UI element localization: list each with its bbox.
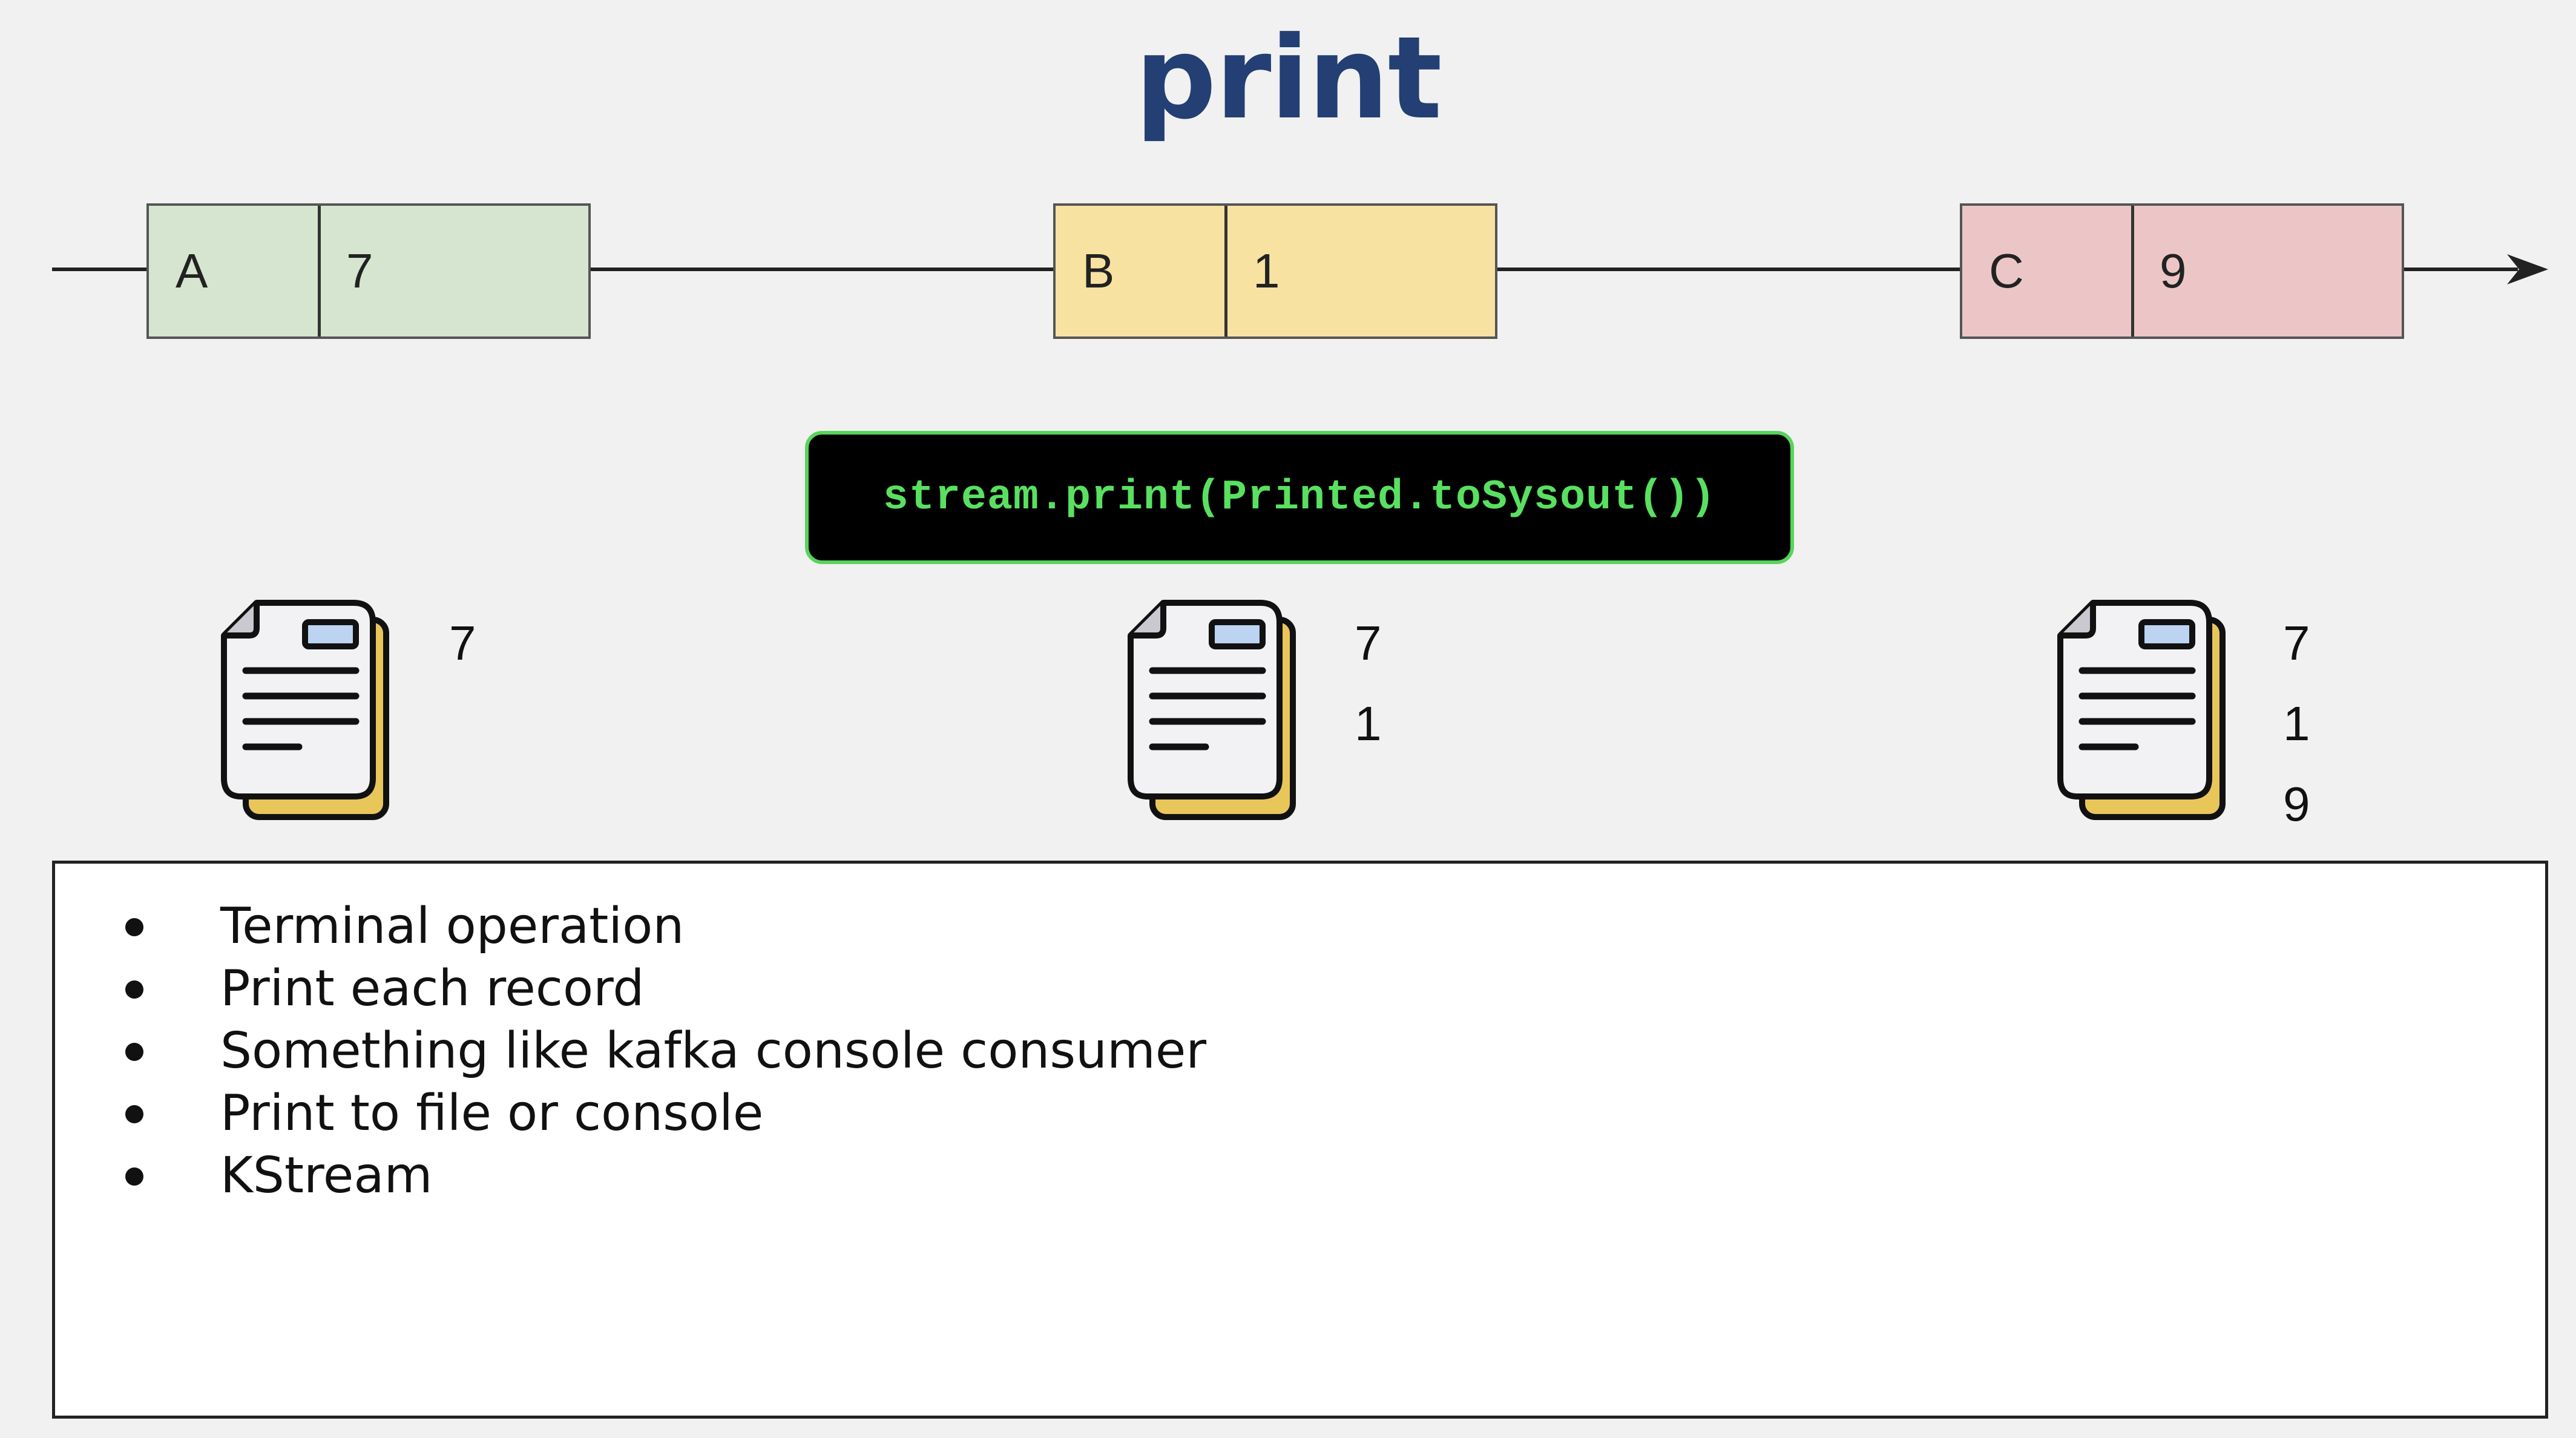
- list-item: Print each record: [55, 957, 2545, 1020]
- record-key: B: [1056, 206, 1227, 337]
- record-key: C: [1962, 206, 2134, 337]
- list-item: KStream: [55, 1144, 2545, 1207]
- notes-panel: Terminal operation Print each record Som…: [52, 861, 2548, 1419]
- output-line: 9: [2283, 777, 2310, 831]
- code-snippet: stream.print(Printed.toSysout()): [805, 431, 1794, 564]
- timeline-arrowhead: [2507, 254, 2548, 284]
- document-icon: [221, 600, 389, 820]
- output-line: 7: [2283, 616, 2310, 670]
- record-value: 9: [2160, 244, 2187, 298]
- record-value: 1: [1253, 244, 1280, 298]
- list-item-text: Something like kafka console consumer: [220, 1022, 1207, 1080]
- list-item: Print to file or console: [55, 1082, 2545, 1144]
- bullet-icon: [125, 1167, 143, 1186]
- notes-list: Terminal operation Print each record Som…: [55, 864, 2545, 1207]
- list-item-text: Print to file or console: [220, 1085, 764, 1142]
- output-line: 7: [449, 616, 476, 670]
- output-line: 1: [2283, 697, 2310, 750]
- list-item-text: Print each record: [220, 960, 645, 1017]
- record-value: 7: [346, 244, 373, 298]
- list-item-text: Terminal operation: [220, 898, 685, 955]
- record-a: A 7: [146, 203, 591, 339]
- record-key: A: [149, 206, 321, 337]
- bullet-icon: [125, 980, 143, 999]
- output-lines-1: 7: [449, 603, 476, 683]
- bullet-icon: [125, 1043, 143, 1061]
- list-item: Terminal operation: [55, 895, 2545, 957]
- record-b: B 1: [1053, 203, 1497, 339]
- list-item-text: KStream: [220, 1147, 433, 1204]
- document-icon: [1128, 600, 1296, 820]
- output-line: 7: [1355, 616, 1382, 670]
- bullet-icon: [125, 1105, 143, 1123]
- record-c: C 9: [1960, 203, 2404, 339]
- output-lines-3: 7 1 9: [2283, 603, 2310, 844]
- bullet-icon: [125, 918, 143, 936]
- slide-title: print: [1135, 12, 1442, 145]
- document-icon: [2057, 600, 2226, 820]
- output-lines-2: 7 1: [1355, 603, 1382, 764]
- list-item: Something like kafka console consumer: [55, 1020, 2545, 1082]
- output-line: 1: [1355, 697, 1382, 750]
